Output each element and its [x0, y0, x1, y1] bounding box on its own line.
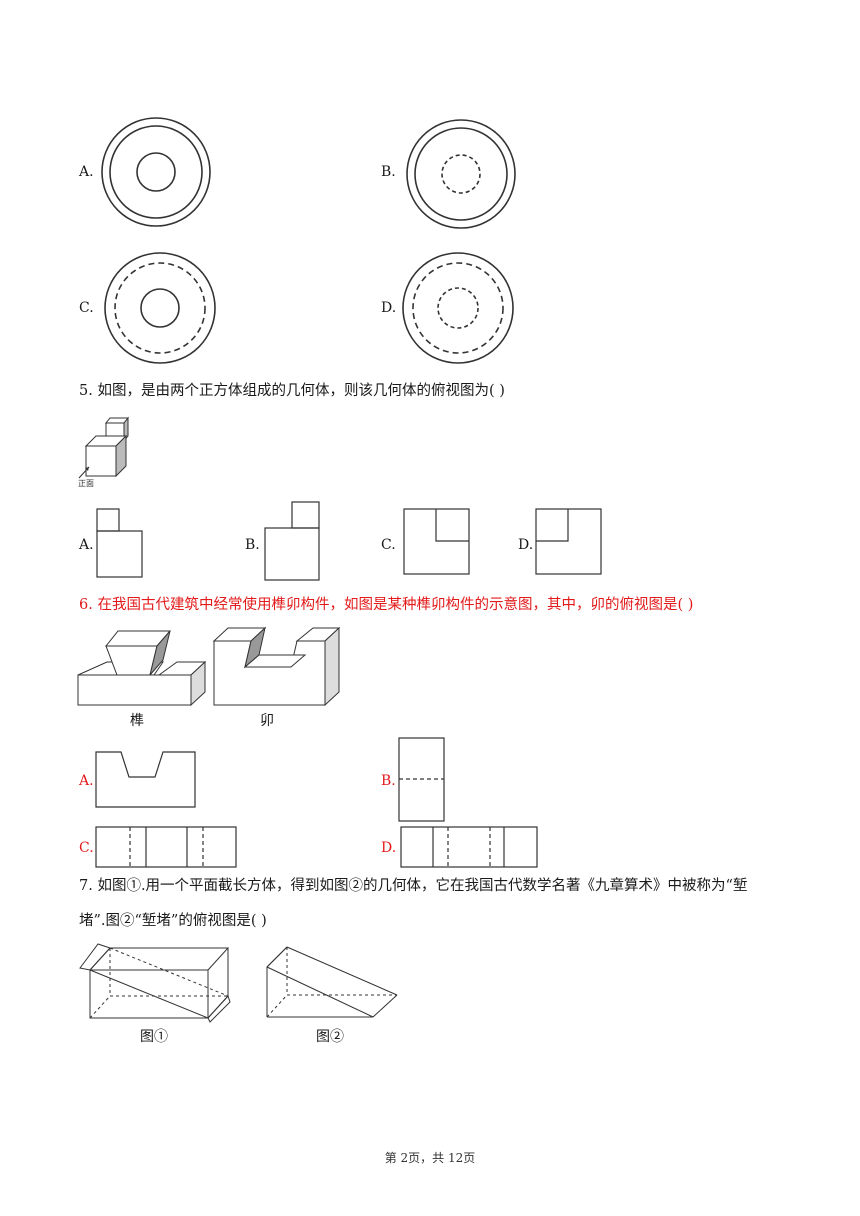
q6-figure-mortise	[212, 626, 341, 707]
option-label: B.	[381, 164, 396, 180]
option-label: C.	[381, 537, 396, 553]
option-label: B.	[381, 773, 396, 789]
option-label: D.	[518, 537, 534, 553]
q5-figure-c	[403, 508, 470, 575]
q7-question-line2: 堵”.图②“堑堵”的俯视图是( )	[79, 913, 267, 929]
tenon-caption: 榫	[130, 713, 144, 729]
front-label: 正面	[78, 479, 94, 488]
option-label: D.	[381, 300, 397, 316]
q5-figure-d	[535, 508, 602, 575]
q7-question-line1: 7. 如图①.用一个平面截长方体，得到如图②的几何体，它在我国古代数学名著《九章…	[79, 878, 748, 894]
figure1-caption: 图①	[140, 1029, 168, 1045]
option-label: A.	[79, 537, 94, 553]
q6-question-text: 6. 在我国古代建筑中经常使用榫卯构件，如图是某种榫卯构件的示意图，其中，卯的俯…	[79, 597, 694, 613]
q6-figure-d	[400, 826, 538, 868]
q6-figure-c	[95, 826, 237, 868]
q4-figure-a	[101, 117, 211, 227]
mortise-caption: 卯	[260, 713, 274, 729]
q5-figure-a	[96, 508, 143, 578]
option-label: B.	[245, 537, 260, 553]
q4-figure-c	[104, 252, 216, 364]
option-label: A.	[79, 164, 94, 180]
q4-figure-b	[406, 119, 516, 229]
q7-figure-2	[266, 946, 398, 1018]
q6-figure-a	[95, 751, 196, 808]
option-label: A.	[79, 773, 94, 789]
q7-figure-1	[79, 943, 231, 1023]
option-label: C.	[79, 300, 94, 316]
q5-figure-b	[264, 501, 320, 581]
option-label: D.	[381, 840, 397, 856]
q6-figure-b	[398, 737, 445, 822]
q5-figure-cubes: 正面	[78, 416, 130, 488]
figure2-caption: 图②	[316, 1029, 344, 1045]
q6-figure-tenon	[77, 630, 207, 707]
option-label: C.	[79, 840, 94, 856]
q5-question-text: 5. 如图，是由两个正方体组成的几何体，则该几何体的俯视图为( )	[79, 383, 505, 399]
q4-figure-d	[402, 252, 514, 364]
page-footer: 第 2页，共 12页	[384, 1151, 476, 1165]
